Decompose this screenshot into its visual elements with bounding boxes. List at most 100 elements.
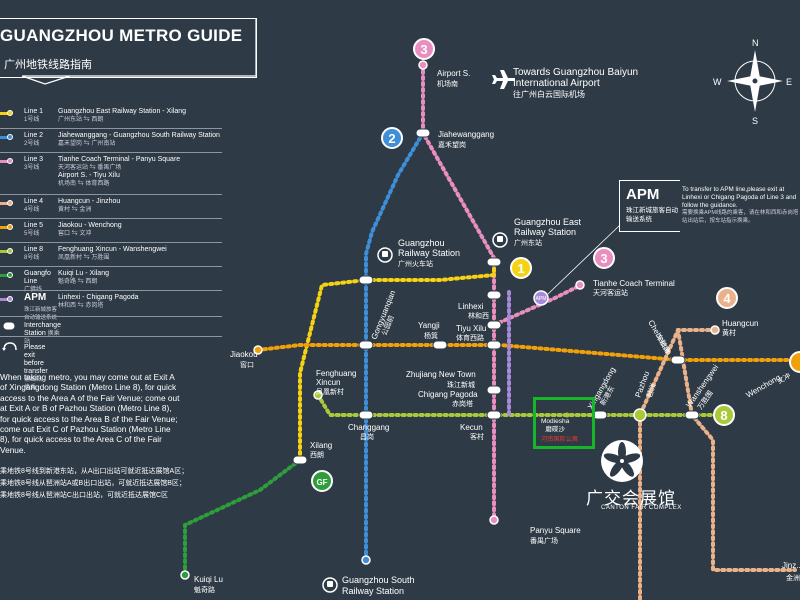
legend-name-zh: 珠江新城旅客自动输送系统	[24, 307, 58, 321]
legend-route-zh: 凤凰新村 ⇆ 万胜围	[58, 255, 110, 261]
note-line: When taking metro, you may come out at E…	[0, 372, 175, 382]
legend-name: Guangfo Line	[24, 270, 51, 285]
note-line: of Xingangdong Station (Metro Line 8), f…	[0, 382, 177, 393]
label-pazhou-zh: 琶洲	[645, 383, 657, 399]
interchange-icon	[2, 321, 16, 331]
note-line: for quick access to the Area B of the Fa…	[0, 413, 178, 424]
label-chebeinan-zh: 车陂南	[654, 333, 672, 356]
legend-route-2: Airport S. - Tiyu Xilu	[58, 172, 120, 179]
legend-divider	[0, 290, 222, 291]
legend-divider	[0, 266, 222, 267]
station-pazhou	[633, 408, 647, 422]
canton-fair-logo-icon	[601, 440, 643, 482]
note-line: access to the Area A of the Fair Venue; …	[0, 392, 180, 403]
line-2-track	[364, 131, 425, 562]
badge-text: 2	[388, 131, 395, 146]
legend-swatch	[0, 298, 12, 301]
legend-route: Fenghuang Xincun - Wanshengwei	[58, 246, 167, 253]
label-linhexi: Linhexi	[458, 302, 484, 311]
modiesha-apartment: 河南国际公寓	[541, 436, 579, 443]
venue-access-note-zh: 乘地铁8号线到新港东站，从A出口出站可就近抵达展馆A区； 乘地铁8号线从琶洲站A…	[0, 466, 225, 502]
label-jiaokou-zh: 窖口	[240, 360, 254, 369]
label-huangcun: Huangcun	[722, 319, 758, 328]
badge-apm: APM	[533, 290, 549, 306]
interchange-label: Interchange Station	[24, 322, 61, 337]
label-jiahewanggang: Jiahewanggang	[438, 130, 494, 139]
interchange-kecun	[486, 410, 502, 420]
compass-e: E	[786, 77, 792, 87]
label-kecun: Kecun	[460, 423, 483, 432]
train-icon-gz-railway	[377, 247, 393, 263]
label-tiyu-xilu-zh: 体育西路	[456, 333, 484, 342]
legend-divider	[0, 194, 222, 195]
interchange-changgang	[358, 410, 374, 420]
label-chigang: Chigang Pagoda	[418, 390, 478, 399]
label-wenchong: Wenchong	[745, 373, 783, 400]
legend-swatch	[0, 160, 12, 163]
label-xilang-zh: 西朗	[310, 450, 324, 459]
badge-line-3-tianhe: 3	[593, 247, 615, 269]
label-gz-east: Guangzhou East	[514, 217, 582, 227]
venue-access-note: When taking metro, you may come out at E…	[0, 372, 225, 455]
legend-route-zh: 嘉禾望岗 ⇆ 广州南站	[58, 141, 116, 147]
label-gz-railway-zh: 广州火车站	[398, 259, 433, 268]
label-gongyuanqian-zh: 公园前	[380, 314, 396, 337]
legend-route-zh: 黄村 ⇆ 金洲	[58, 207, 92, 213]
legend-swatch	[0, 250, 12, 253]
label-jinzhou-zh: 金洲	[786, 573, 800, 582]
legend-name: APM	[24, 292, 47, 303]
legend-name: Line 1	[24, 108, 44, 115]
legend-route: Linhexi - Chigang Pagoda	[58, 294, 139, 301]
badge-text: 3	[600, 251, 607, 266]
legend-divider	[0, 218, 222, 219]
compass-w: W	[713, 77, 722, 87]
note-zh-line: 乘地铁8号线从琶洲站A或B出口出站，可就近抵达展馆B区；	[0, 480, 186, 487]
label-fenghuang-2: Xincun	[316, 378, 340, 387]
label-gz-railway-2: Railway Station	[398, 248, 460, 258]
apm-info-frame	[619, 180, 680, 232]
legend-dot	[7, 110, 13, 116]
label-tianhe-coach: Tianhe Coach Terminal	[593, 279, 675, 288]
legend-dot	[7, 272, 13, 278]
label-jiahewanggang-zh: 嘉禾望岗	[438, 140, 466, 149]
badge-line-1: 1	[510, 257, 532, 279]
legend-route: Tianhe Coach Terminal - Panyu Square	[58, 156, 181, 163]
interchange-tiyu-xilu	[486, 320, 502, 330]
note-line: Venue.	[0, 444, 26, 455]
label-xilang: Xilang	[310, 441, 332, 450]
interchange-xilang	[292, 455, 308, 465]
label-gz-railway: Guangzhou	[398, 238, 445, 248]
page-subtitle: 广州地铁线路指南	[4, 59, 92, 71]
legend-name-zh: 5号线	[24, 231, 40, 237]
legend-route-2-zh: 机场南 ⇆ 体育西路	[58, 181, 110, 187]
legend-dot	[7, 200, 13, 206]
badge-line-2: 2	[381, 127, 403, 149]
apm-callout-line	[547, 224, 621, 295]
label-wenchong-zh: 文冲	[776, 371, 793, 386]
interchange-xingangdong	[592, 410, 608, 420]
legend-route-zh: 天河客运站 ⇆ 番禺广场	[58, 165, 122, 171]
legend-divider	[0, 316, 222, 317]
exit-label-zh: 需出站换乘	[24, 377, 43, 391]
station-huangcun	[710, 325, 720, 335]
exit-label: Please exit before transfer	[24, 344, 48, 375]
interchange-jiahewanggang	[415, 128, 431, 138]
exit-transfer-icon	[2, 342, 17, 351]
note-zh-line: 乘地铁8号线从琶洲站C出口出站，可就近抵达展馆C区	[0, 492, 169, 499]
station-fenghuang-xincun	[313, 390, 323, 400]
badge-text: GF	[316, 478, 327, 487]
apm-title: APM	[626, 186, 660, 203]
note-line: 8), for quick access to the Area C of th…	[0, 434, 162, 445]
legend-name-zh: 8号线	[24, 255, 40, 261]
badge-guangfo: GF	[311, 470, 333, 492]
modiesha-highlight-box	[533, 397, 595, 449]
legend-divider	[0, 152, 222, 153]
airport-direction: Towards Guangzhou Baiyun International A…	[513, 67, 638, 89]
interchange-chigang	[486, 385, 502, 395]
airplane-icon	[492, 70, 515, 89]
badge-text: 8	[720, 408, 727, 423]
line-1-track	[298, 258, 496, 462]
label-tianhe-coach-zh: 天河客运站	[593, 288, 628, 297]
modiesha-name-zh: 磨碟沙	[545, 425, 565, 433]
label-jinzhou: Jinz...	[782, 561, 800, 570]
